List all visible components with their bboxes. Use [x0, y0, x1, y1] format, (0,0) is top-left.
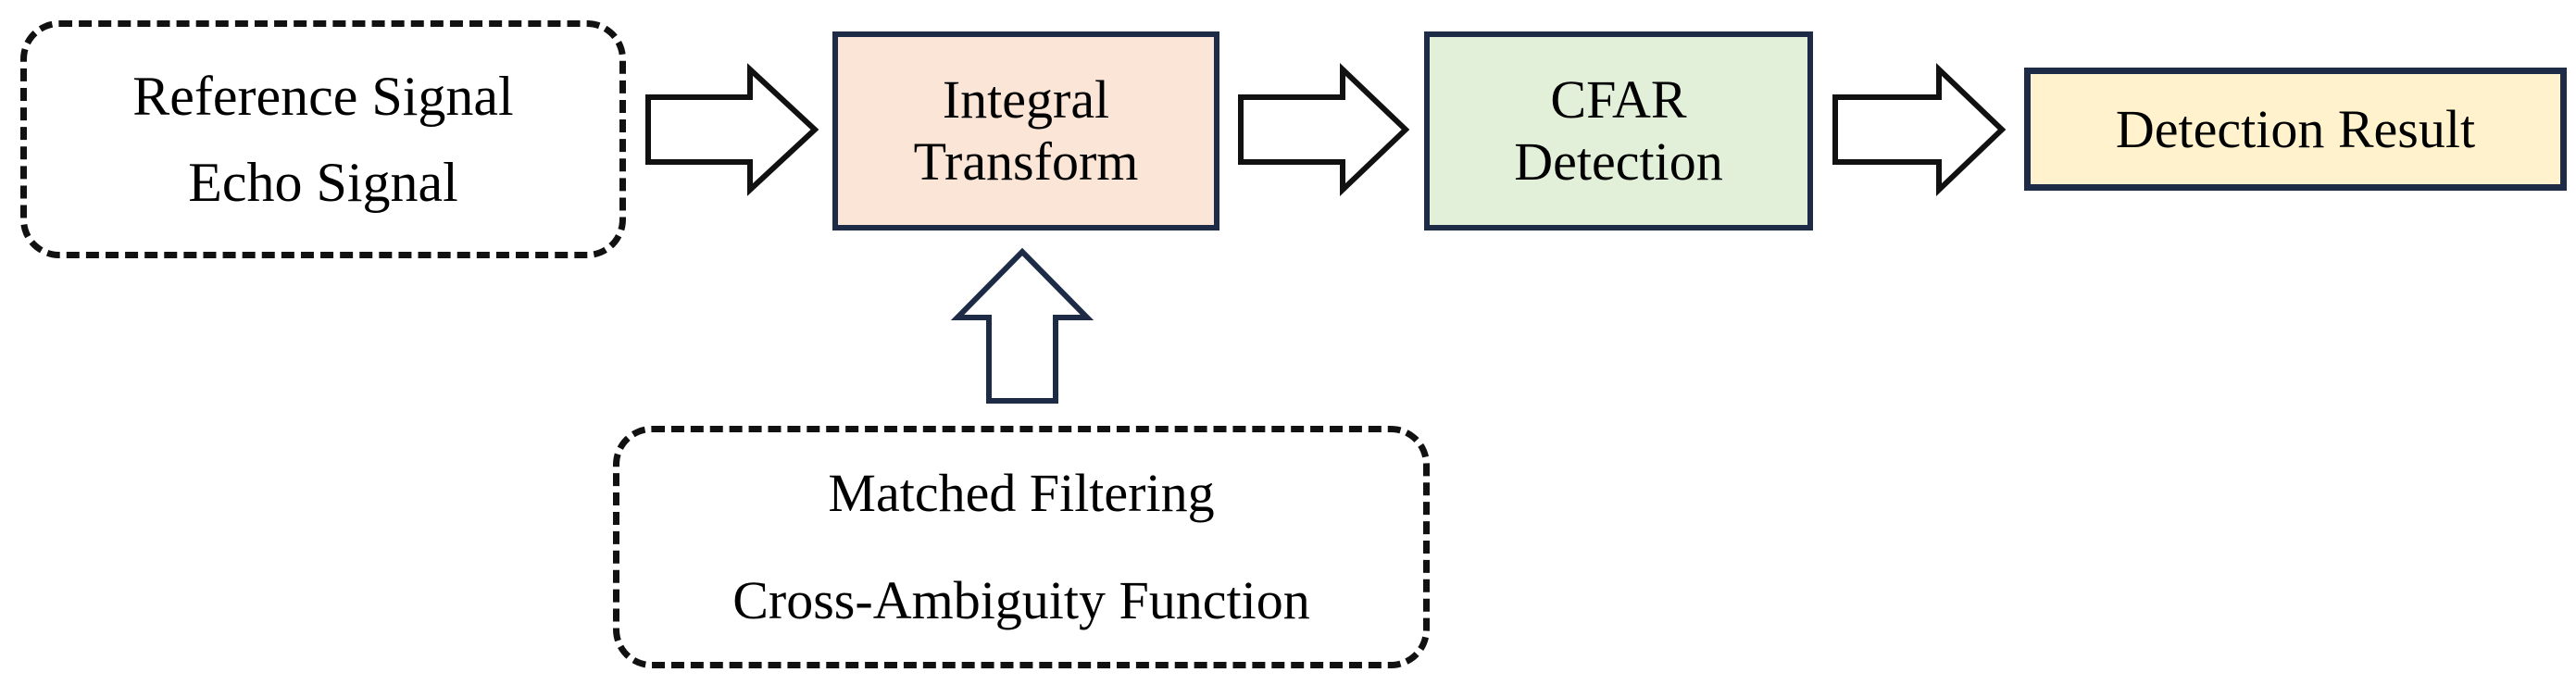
cfar-label-line1: CFAR — [1550, 68, 1687, 130]
cross-ambiguity-label: Cross-Ambiguity Function — [732, 570, 1310, 630]
arrow-input-to-integral — [645, 63, 819, 196]
arrow-integral-to-cfar — [1238, 62, 1410, 197]
arrow-method-to-integral — [950, 247, 1094, 404]
detection-result-label: Detection Result — [2115, 99, 2476, 159]
arrow-cfar-to-result — [1832, 62, 2007, 197]
cfar-detection-box: CFAR Detection — [1424, 31, 1813, 230]
integral-transform-box: Integral Transform — [832, 31, 1219, 230]
cfar-label-line2: Detection — [1514, 131, 1723, 192]
integral-transform-label-line1: Integral — [942, 68, 1110, 130]
matched-filtering-label: Matched Filtering — [828, 463, 1215, 523]
echo-signal-label: Echo Signal — [188, 151, 458, 213]
detection-result-box: Detection Result — [2024, 68, 2567, 191]
integral-transform-label-line2: Transform — [913, 131, 1139, 192]
input-signals-box: Reference Signal Echo Signal — [20, 20, 626, 258]
reference-signal-label: Reference Signal — [132, 65, 514, 127]
method-options-box: Matched Filtering Cross-Ambiguity Functi… — [613, 426, 1430, 668]
